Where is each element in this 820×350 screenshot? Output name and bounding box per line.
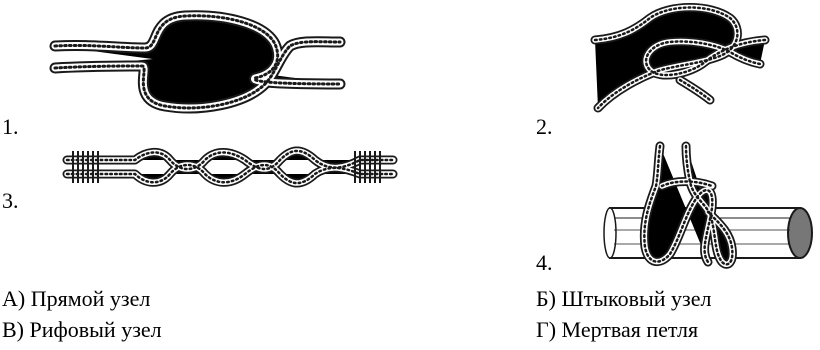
answer-option-a: А) Прямой узел (2, 286, 151, 311)
clove-hitch-on-pole-icon (590, 142, 820, 272)
answer-option-b: Б) Штыковый узел (536, 286, 712, 311)
figure-number-1: 1. (2, 114, 19, 139)
seized-rope-chain-icon (65, 138, 395, 200)
figure-number-3: 3. (2, 188, 19, 213)
answer-option-v: В) Рифовый узел (2, 317, 162, 342)
reef-knot-icon (50, 8, 350, 118)
figure-number-2: 2. (536, 114, 553, 139)
figure-number-4: 4. (536, 250, 553, 275)
slipped-reef-knot-icon (590, 0, 770, 115)
answer-option-g: Г) Мертвая петля (536, 317, 699, 342)
